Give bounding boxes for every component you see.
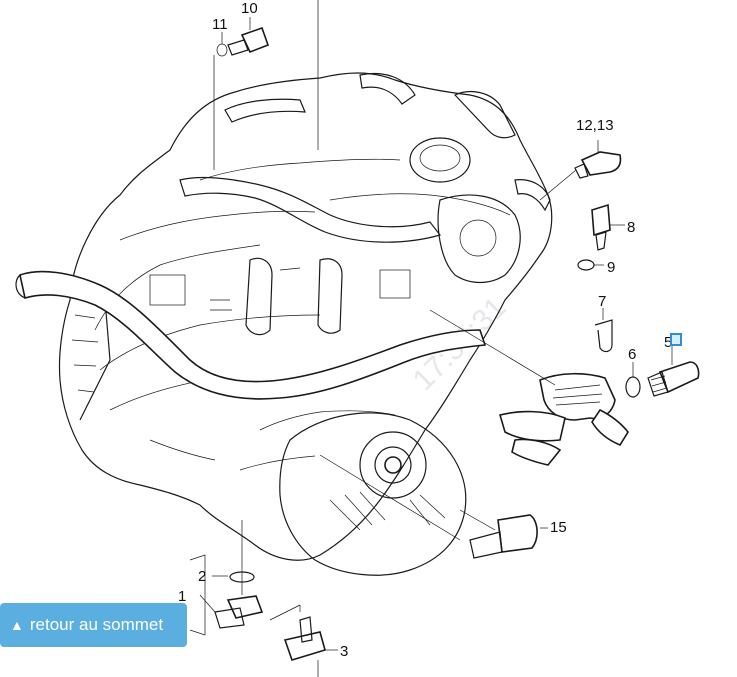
- coolant-pipe-left: [15, 270, 487, 400]
- selected-part-marker[interactable]: [670, 333, 682, 346]
- callout-8: 8: [627, 219, 635, 236]
- part-5-sensor: [647, 345, 700, 397]
- callout-2: 2: [198, 568, 206, 585]
- callout-3: 3: [340, 643, 348, 660]
- part-6-seal-ring: [625, 362, 641, 398]
- callout-10: 10: [241, 0, 258, 17]
- callout-5: 5: [664, 334, 672, 351]
- engine-block: [58, 72, 553, 561]
- part-8-sensor: [591, 203, 625, 251]
- callout-9: 9: [607, 259, 615, 276]
- chevron-up-icon: ▲: [10, 617, 24, 633]
- callout-15: 15: [550, 519, 567, 536]
- timing-cover: [437, 179, 551, 284]
- callout-1: 1: [178, 588, 186, 605]
- part-1-bracket: [189, 520, 264, 636]
- back-to-top-label: retour au sommet: [29, 615, 164, 634]
- coolant-flange: [498, 372, 629, 466]
- callout-7: 7: [598, 293, 606, 310]
- part-9-ring: [577, 259, 604, 271]
- flywheel-housing: [279, 412, 467, 576]
- leader-lines: [212, 0, 577, 651]
- callout-12-13: 12,13: [576, 117, 614, 134]
- part-10-sensor: [216, 17, 270, 57]
- part-12-13-sensor: [574, 140, 622, 179]
- part-3-bracket: [269, 604, 326, 677]
- part-2-o-ring: [229, 571, 255, 583]
- intake-manifold: [149, 72, 516, 336]
- part-7-clip: [594, 308, 613, 353]
- back-to-top-button[interactable]: ▲ retour au sommet: [0, 603, 187, 647]
- callout-11: 11: [212, 16, 228, 33]
- callout-6: 6: [628, 346, 636, 363]
- part-15-sensor: [469, 514, 548, 559]
